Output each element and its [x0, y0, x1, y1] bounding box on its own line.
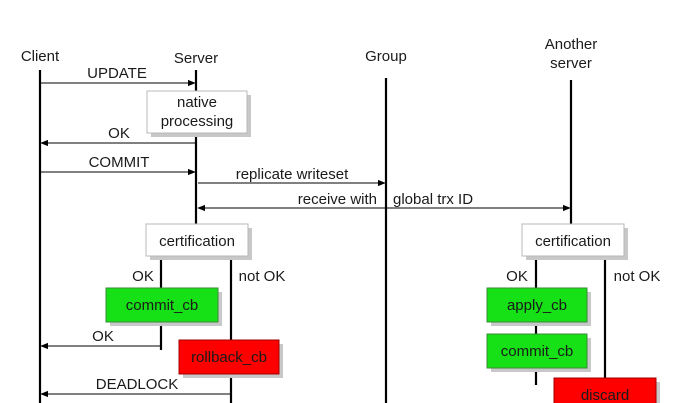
rollback-cb-label: rollback_cb — [191, 349, 267, 366]
rollback-cb-box — [178, 339, 280, 375]
native-processing-line2: processing — [161, 113, 234, 130]
participant-another-server-line1: Another — [545, 36, 598, 53]
participant-client: Client — [21, 48, 60, 65]
native-processing-box — [146, 90, 248, 134]
participant-another-server-line2: server — [550, 55, 592, 72]
discard-label: discard — [581, 387, 629, 403]
deadlock-label: DEADLOCK — [96, 376, 179, 393]
another-ok-label: OK — [506, 268, 528, 285]
update-label: UPDATE — [87, 65, 147, 82]
receive-with-label: receive with — [298, 191, 377, 208]
certification-another-label: certification — [535, 233, 611, 250]
certification-server-box — [145, 223, 249, 257]
certification-server-label: certification — [159, 233, 235, 250]
discard-box — [553, 377, 657, 403]
certification-another-box — [521, 223, 625, 257]
participant-server: Server — [174, 50, 218, 67]
replicate-writeset-label: replicate writeset — [236, 166, 349, 183]
server-ok-label: OK — [132, 268, 154, 285]
commit-cb-server-label: commit_cb — [126, 297, 199, 314]
another-not-ok-label: not OK — [614, 268, 661, 285]
apply-cb-label: apply_cb — [507, 297, 567, 314]
commit-cb-another-label: commit_cb — [501, 343, 574, 360]
commit-label: COMMIT — [89, 154, 150, 171]
server-not-ok-label: not OK — [239, 268, 286, 285]
apply-cb-box — [486, 287, 588, 323]
commit-cb-another-box — [486, 333, 588, 369]
global-trx-id-label: global trx ID — [393, 191, 473, 208]
participant-group: Group — [365, 48, 407, 65]
native-processing-line1: native — [177, 94, 217, 111]
ok-native-label: OK — [108, 125, 130, 142]
ok-commit-label: OK — [92, 328, 114, 345]
commit-cb-server-box — [105, 287, 219, 323]
